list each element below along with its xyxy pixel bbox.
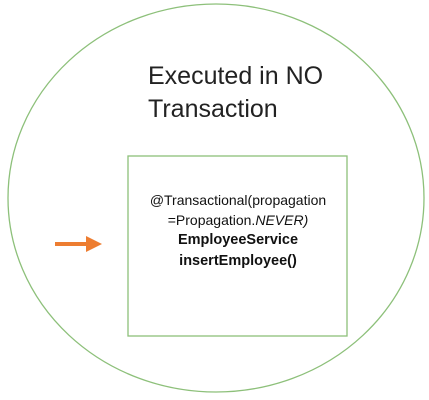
annotation-line-2: =Propagation.NEVER) [128, 210, 348, 230]
arrow-right-icon [55, 236, 102, 252]
annotation-propagation-value: NEVER [255, 212, 304, 228]
method-box [127, 155, 348, 337]
heading-line-2: Transaction [148, 95, 278, 123]
execution-heading: Executed in NO Transaction [148, 60, 378, 126]
annotation-suffix: ) [303, 212, 309, 228]
method-name: insertEmployee() [179, 253, 297, 269]
method-box-text: @Transactional(propagation =Propagation.… [128, 190, 348, 272]
heading-line-1: Executed in NO [148, 62, 324, 90]
transaction-scope-circle [7, 3, 425, 393]
class-name: EmployeeService [177, 232, 299, 248]
annotation-line-1: @Transactional(propagation [149, 192, 327, 208]
annotation-prefix: =Propagation. [167, 212, 256, 228]
